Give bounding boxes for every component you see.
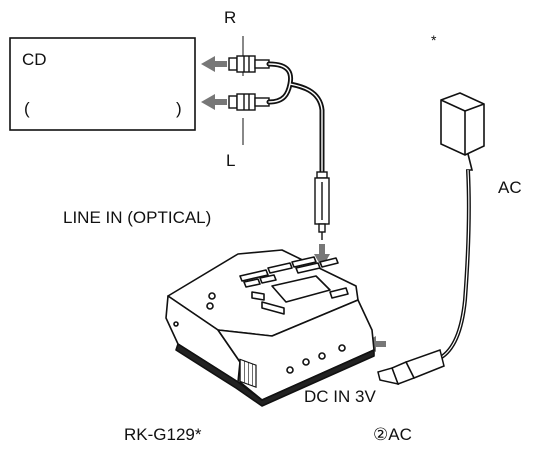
label-cable-model: RK-G129*	[124, 425, 202, 444]
dc-plug	[377, 349, 445, 386]
ac-cord	[438, 169, 471, 360]
arrow-into-cd-r	[201, 56, 227, 72]
arrow-into-cd-l	[201, 94, 227, 110]
minidisc-recorder	[165, 249, 375, 407]
optical-plug	[314, 171, 330, 240]
label-ac-bottom: ②AC	[373, 425, 412, 444]
ac-adapter	[440, 92, 485, 171]
connecting-cable	[266, 61, 325, 175]
label-cd: CD	[22, 50, 47, 69]
label-line-in: LINE IN (OPTICAL)	[63, 208, 212, 227]
label-ac-right: AC	[498, 178, 522, 197]
rca-plug-l	[228, 93, 270, 111]
label-paren-open: (	[24, 99, 30, 118]
label-asterisk: *	[431, 32, 437, 48]
label-r: R	[224, 8, 237, 27]
cd-player-box	[9, 37, 196, 131]
label-l: L	[226, 151, 236, 170]
label-paren-close: )	[176, 99, 182, 118]
rca-plug-r	[228, 55, 270, 73]
recorder-side-ribs	[239, 358, 257, 388]
label-dc-in: DC IN 3V	[304, 387, 376, 406]
